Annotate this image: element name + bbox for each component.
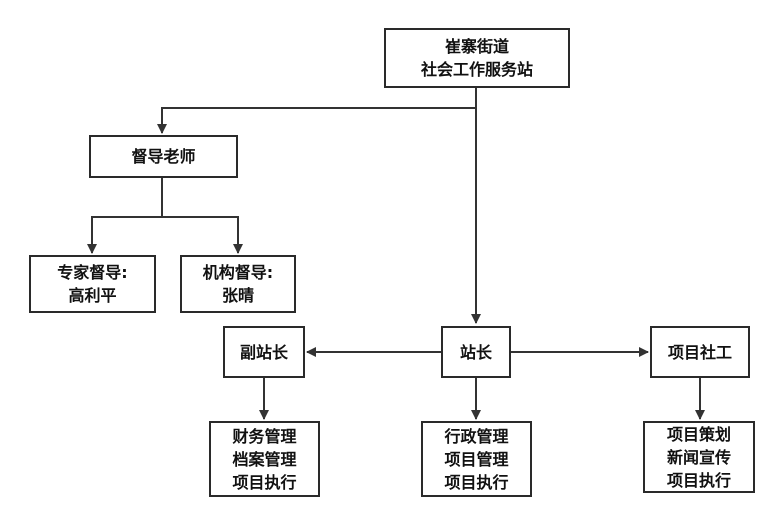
node-project-duties: 项目策划 新闻宣传 项目执行 <box>643 421 755 493</box>
node-supervisor-line-1: 督导老师 <box>131 147 196 166</box>
node-expert-line-2: 高利平 <box>68 286 117 305</box>
deputy-duty-2: 档案管理 <box>232 449 297 469</box>
node-root: 崔寨街道 社会工作服务站 <box>384 28 570 88</box>
node-project-line-1: 项目社工 <box>667 342 732 362</box>
connector-supervisor-to-expert <box>87 216 162 254</box>
node-agency-line-2: 张晴 <box>221 286 254 305</box>
project-duty-3: 项目执行 <box>666 470 731 490</box>
director-duty-1: 行政管理 <box>444 426 509 446</box>
node-agency-supervisor: 机构督导: 张晴 <box>180 255 296 313</box>
node-supervisor: 督导老师 <box>89 135 238 178</box>
connector-root-to-supervisor <box>157 107 476 134</box>
deputy-duty-1: 财务管理 <box>232 426 297 446</box>
node-root-line-2: 社会工作服务站 <box>420 60 533 79</box>
node-director-line-1: 站长 <box>459 342 492 362</box>
node-expert-supervisor: 专家督导: 高利平 <box>29 255 156 313</box>
node-director: 站长 <box>441 326 511 378</box>
node-deputy-duties: 财务管理 档案管理 项目执行 <box>209 421 320 497</box>
node-project-social-worker: 项目社工 <box>650 326 750 378</box>
node-root-line-1: 崔寨街道 <box>444 37 509 56</box>
project-duty-2: 新闻宣传 <box>666 447 731 467</box>
node-deputy-line-1: 副站长 <box>239 342 288 362</box>
node-deputy-director: 副站长 <box>223 326 305 378</box>
director-duty-3: 项目执行 <box>444 472 509 492</box>
director-duty-2: 项目管理 <box>444 449 509 469</box>
project-duty-1: 项目策划 <box>666 424 731 444</box>
node-director-duties: 行政管理 项目管理 项目执行 <box>421 421 532 497</box>
connector-supervisor-to-agency <box>162 216 243 254</box>
node-agency-line-1: 机构督导: <box>202 263 274 282</box>
node-expert-line-1: 专家督导: <box>57 263 128 282</box>
deputy-duty-3: 项目执行 <box>232 472 297 492</box>
